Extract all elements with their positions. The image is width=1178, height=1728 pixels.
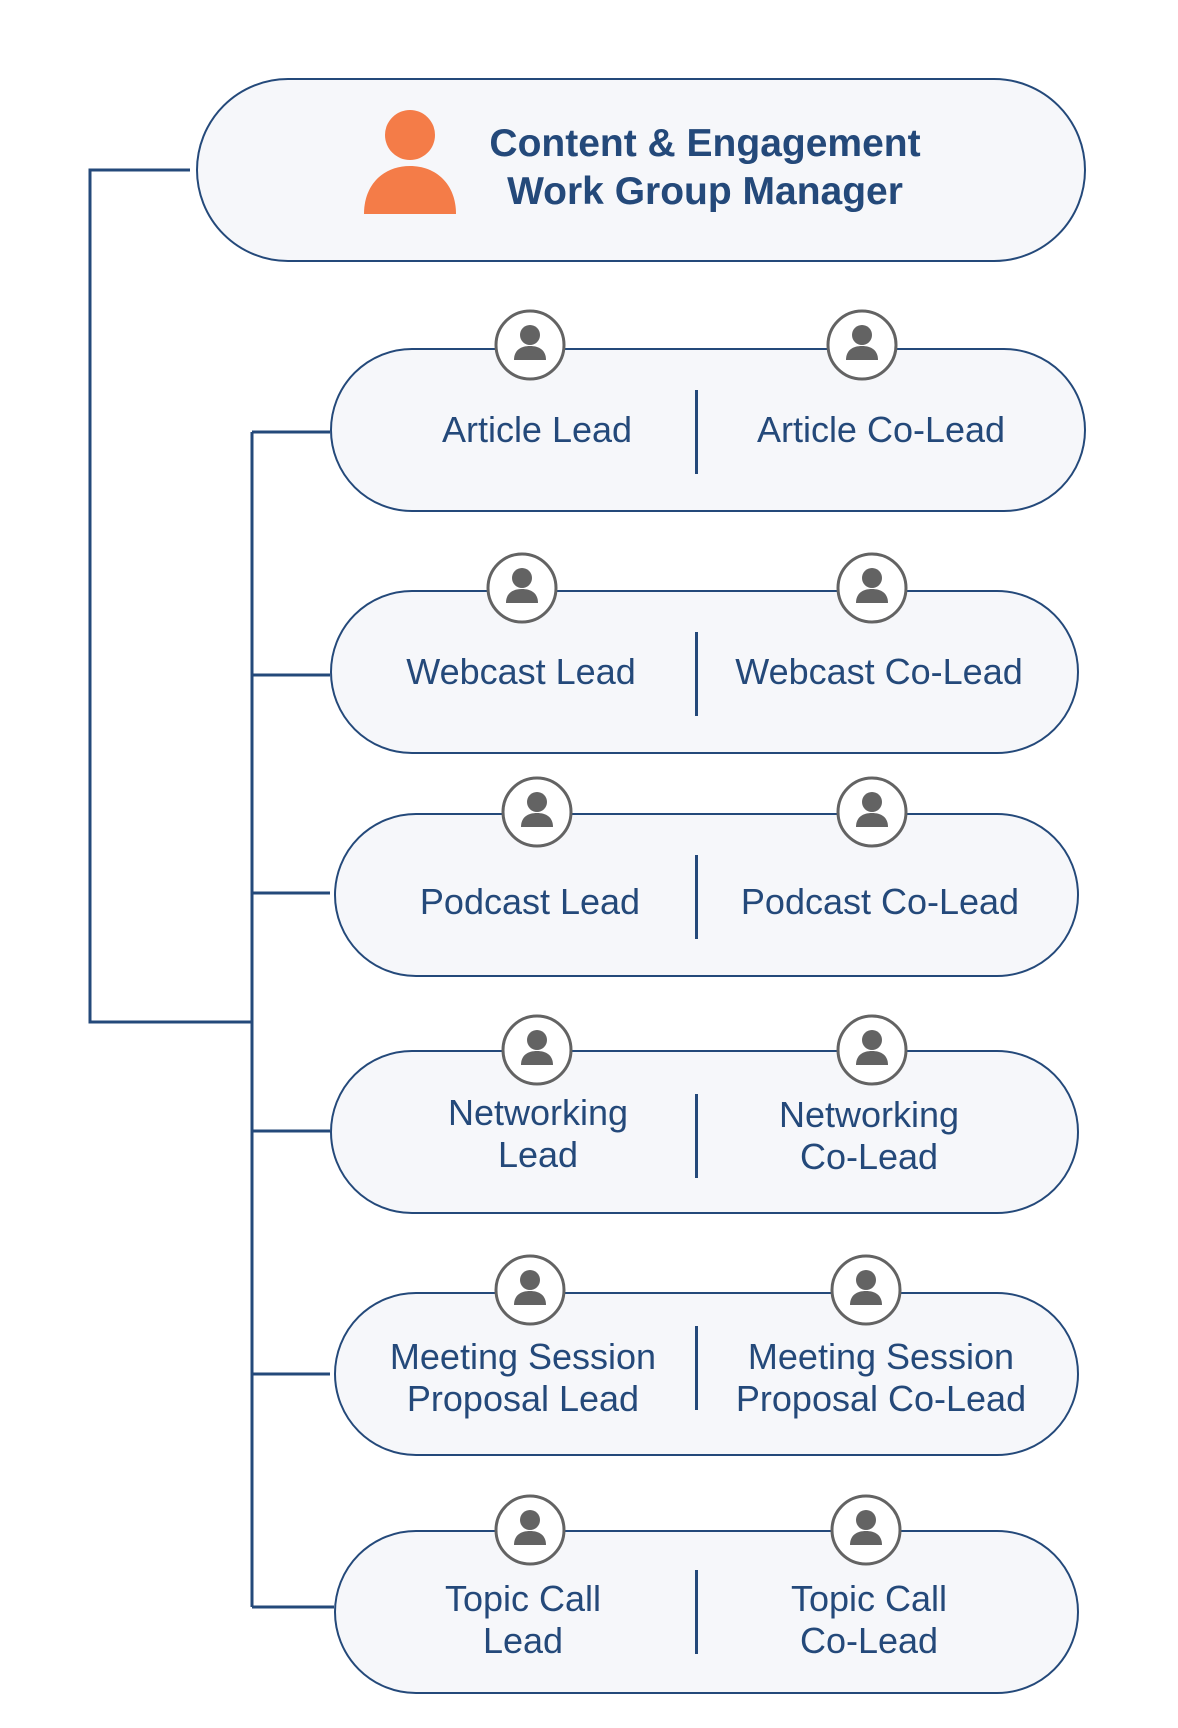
colead-label: Webcast Co-Lead (735, 651, 1023, 692)
person-icon (501, 776, 573, 848)
colead-label: Meeting Session Proposal Co-Lead (735, 1336, 1027, 1419)
lead-label: Podcast Lead (419, 881, 641, 922)
person-icon (494, 309, 566, 381)
lead-label: Article Lead (441, 409, 633, 450)
divider (695, 1570, 698, 1654)
divider (695, 1326, 698, 1410)
lead-label: Meeting Session Proposal Lead (389, 1336, 657, 1419)
divider (695, 1094, 698, 1178)
role-box-networking (330, 1050, 1079, 1214)
colead-label: Podcast Co-Lead (740, 881, 1020, 922)
colead-label: Topic Call Co-Lead (790, 1578, 948, 1661)
person-icon (830, 1254, 902, 1326)
colead-label: Article Co-Lead (756, 409, 1006, 450)
divider (695, 390, 698, 474)
role-box-article (330, 348, 1086, 512)
manager-title-line1: Content & Engagement (489, 122, 921, 165)
role-box-topic-call (334, 1530, 1079, 1694)
divider (695, 632, 698, 716)
manager-connector (88, 168, 252, 1024)
lead-label: Webcast Lead (406, 651, 636, 692)
role-box-webcast (330, 590, 1079, 754)
lead-label: Topic Call Lead (444, 1578, 602, 1661)
person-icon (486, 552, 558, 624)
person-icon (836, 776, 908, 848)
manager-title-line2: Work Group Manager (507, 170, 903, 213)
person-icon (836, 552, 908, 624)
manager-person-icon (364, 110, 456, 214)
person-icon (494, 1254, 566, 1326)
role-box-podcast (334, 813, 1079, 977)
manager-node (196, 78, 1086, 262)
divider (695, 855, 698, 939)
colead-label: Networking Co-Lead (778, 1094, 960, 1177)
manager-title: Content & Engagement Work Group Manager (470, 120, 940, 216)
person-icon (826, 309, 898, 381)
lead-label: Networking Lead (447, 1092, 629, 1175)
person-icon (836, 1014, 908, 1086)
person-icon (501, 1014, 573, 1086)
person-icon (494, 1494, 566, 1566)
person-icon (830, 1494, 902, 1566)
role-box-meeting-session (334, 1292, 1079, 1456)
